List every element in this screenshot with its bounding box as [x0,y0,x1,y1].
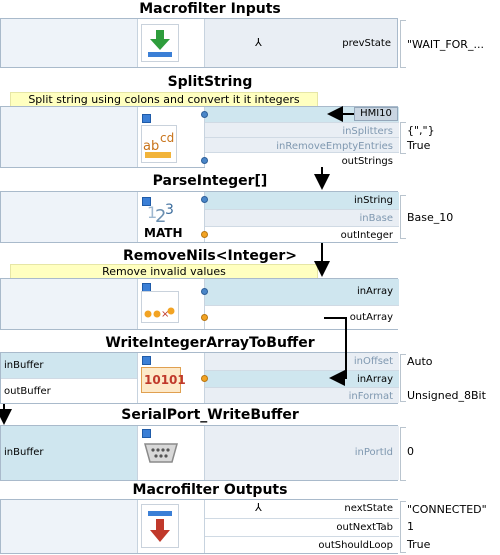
next-state-value: "CONNECTED" [407,503,487,516]
expand-icon[interactable] [142,429,151,438]
svg-text:1: 1 [147,203,157,222]
branch-icon: ⅄ [255,36,262,49]
input-arrow-icon [141,24,179,62]
svg-text:×: × [161,309,169,320]
prev-state-value: "WAIT_FOR_... [407,38,484,51]
inputs-block[interactable]: ⅄ prevState [0,18,398,68]
out-buffer-port[interactable]: outBuffer [1,378,137,403]
serialport-block[interactable]: inBuffer inPortId [0,425,399,481]
removenils-title: RemoveNils<Integer> [123,248,297,264]
in-base-value: Base_10 [407,211,454,224]
expand-icon[interactable] [142,356,151,365]
in-port-id-port[interactable]: inPortId [354,447,393,458]
out-next-tab-port[interactable]: outNextTab [336,522,393,533]
svg-text:cd: cd [160,131,174,145]
output-arrow-icon [141,504,179,548]
out-integer-port[interactable]: outInteger [340,230,393,241]
split-string-icon: ab cd [141,125,177,163]
in-buffer-port[interactable]: inBuffer [1,353,137,378]
prev-state-port[interactable]: prevState [342,38,391,49]
serialport-title: SerialPort_WriteBuffer [121,407,299,423]
inputs-title: Macrofilter Inputs [139,1,281,17]
parseinteger-block[interactable]: 1 2 3 MATH inString inBase outInteger [0,191,399,243]
svg-text:3: 3 [165,202,174,218]
in-format-value: Unsigned_8Bit [407,389,486,402]
out-should-loop-value: True [407,538,431,551]
splitstring-title: SplitString [167,74,253,90]
out-strings-port[interactable]: outStrings [341,156,393,167]
binary-icon: 10101 [141,367,186,393]
writeinteger-title: WriteIntegerArrayToBuffer [105,335,315,351]
expand-icon[interactable] [142,197,151,206]
outputs-title: Macrofilter Outputs [132,482,288,498]
math-icon: 1 2 3 MATH [144,202,183,240]
svg-text:2: 2 [155,206,166,226]
expand-icon[interactable] [142,114,151,123]
in-array-port[interactable]: inArray [356,374,393,385]
in-array-port[interactable]: inArray [356,286,393,297]
in-string-port[interactable]: inString [354,195,393,206]
next-state-port[interactable]: nextState [344,503,393,514]
remove-nils-icon: × [141,291,179,323]
out-next-tab-value: 1 [407,520,414,533]
in-format-port[interactable]: inFormat [348,391,393,402]
in-remove-empty-value: True [407,139,431,152]
splitstring-description: Split string using colons and convert it… [10,92,318,107]
serial-port-icon [141,438,179,472]
out-array-port[interactable]: outArray [349,312,393,323]
removenils-block[interactable]: × inArray outArray [0,278,399,330]
in-offset-value: Auto [407,355,433,368]
hmi10-source-tag[interactable]: HMI10 [354,107,398,121]
in-port-id-value: 0 [407,445,414,458]
branch-icon: ⅄ [255,501,262,514]
in-remove-empty-port[interactable]: inRemoveEmptyEntries [276,141,393,152]
outputs-block[interactable]: ⅄ nextState outNextTab outShouldLoop [0,499,399,554]
in-base-port[interactable]: inBase [359,213,393,224]
in-splitters-value: {","} [407,124,435,137]
wire-outarray-to-inarray [324,317,347,386]
in-splitters-port[interactable]: inSplitters [342,126,393,137]
in-buffer-port[interactable]: inBuffer [1,426,137,480]
in-offset-port[interactable]: inOffset [353,356,393,367]
out-should-loop-port[interactable]: outShouldLoop [318,540,393,551]
svg-text:ab: ab [143,139,159,154]
parseinteger-title: ParseInteger[] [152,173,268,189]
